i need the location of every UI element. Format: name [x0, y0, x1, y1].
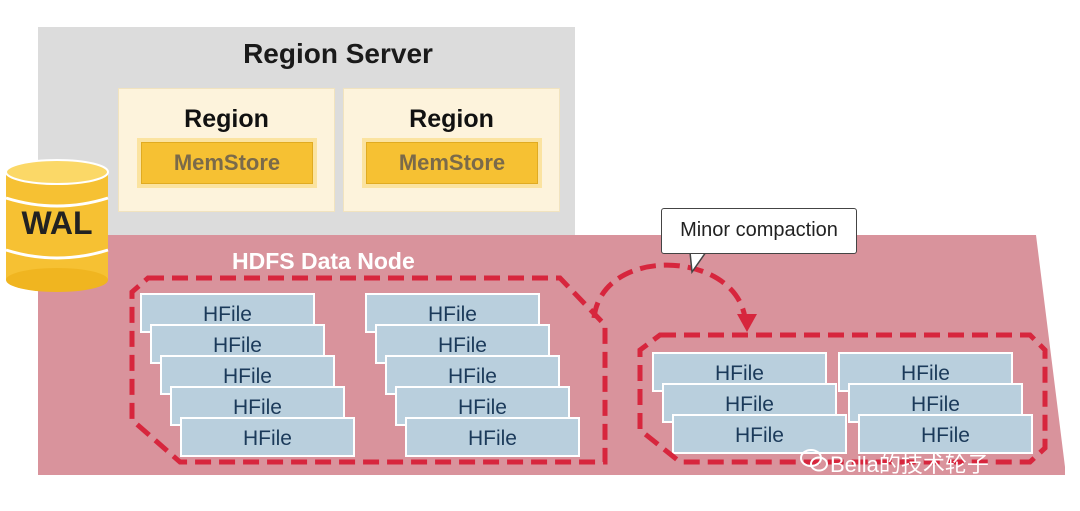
memstore-2: MemStore	[366, 142, 538, 184]
hdfs-panel-corner	[1036, 235, 1066, 475]
hfile: HFile	[672, 414, 847, 454]
hfile: HFile	[180, 417, 355, 457]
region-server-title: Region Server	[243, 38, 433, 69]
region-title-2: Region	[409, 105, 494, 133]
memstore-1: MemStore	[141, 142, 313, 184]
dashed-outline-before-compaction	[129, 275, 608, 465]
wal-label: WAL	[21, 205, 93, 241]
hfile: HFile	[858, 414, 1033, 454]
wechat-icon	[800, 448, 828, 479]
compaction-arrow-line	[591, 262, 748, 319]
region-title-1: Region	[184, 105, 269, 133]
region-box-2: Region MemStore	[343, 88, 560, 212]
compaction-arrow-head	[737, 314, 757, 332]
wal-cylinder-icon	[5, 159, 109, 292]
region-box-1: Region MemStore	[118, 88, 335, 212]
callout-text: Minor compaction	[680, 219, 838, 241]
hfile: HFile	[405, 417, 580, 457]
hdfs-data-node-title: HDFS Data Node	[232, 248, 415, 274]
dashed-outline-after-compaction	[637, 332, 1048, 465]
watermark-text: Bella的技术轮子	[830, 452, 989, 477]
callout-box	[661, 208, 857, 254]
